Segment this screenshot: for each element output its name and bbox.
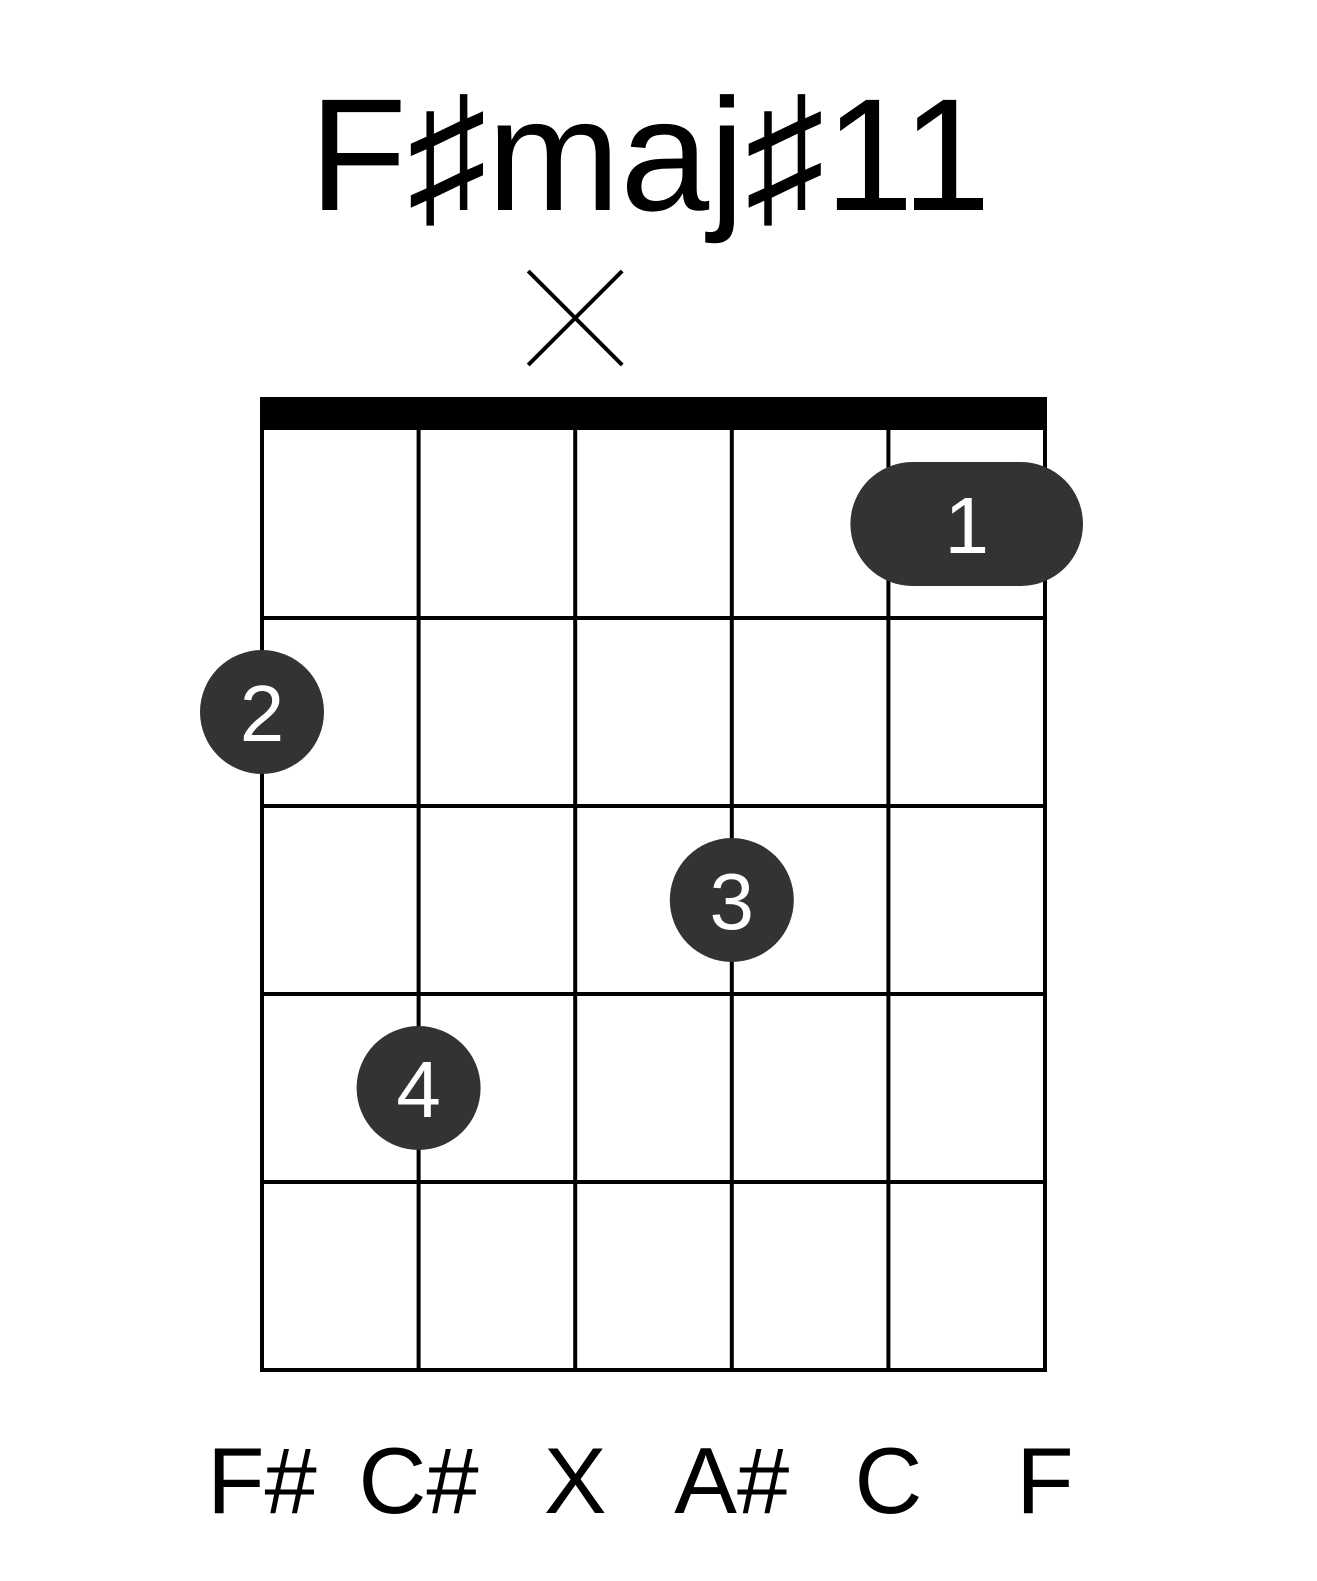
finger-number: 3 [710,857,755,946]
chord-title: F♯maj♯11 [309,65,991,244]
string-note-label: X [544,1428,607,1533]
finger-number: 2 [240,669,285,758]
string-note-label: C [854,1428,922,1533]
string-note-label: C# [359,1428,479,1533]
string-markers [526,269,624,367]
finger-dot: 4 [356,1026,481,1150]
finger-dot: 1 [850,462,1083,586]
finger-dot: 2 [200,650,324,774]
string-note-label: F# [207,1428,317,1533]
muted-string-icon [526,269,624,367]
finger-number: 4 [396,1045,441,1134]
string-note-label: F [1016,1428,1073,1533]
finger-number: 1 [944,481,989,570]
finger-positions: 1 2 3 4 [200,462,1083,1150]
string-note-label: A# [674,1428,789,1533]
nut [260,397,1047,430]
finger-dot: 3 [669,838,794,962]
